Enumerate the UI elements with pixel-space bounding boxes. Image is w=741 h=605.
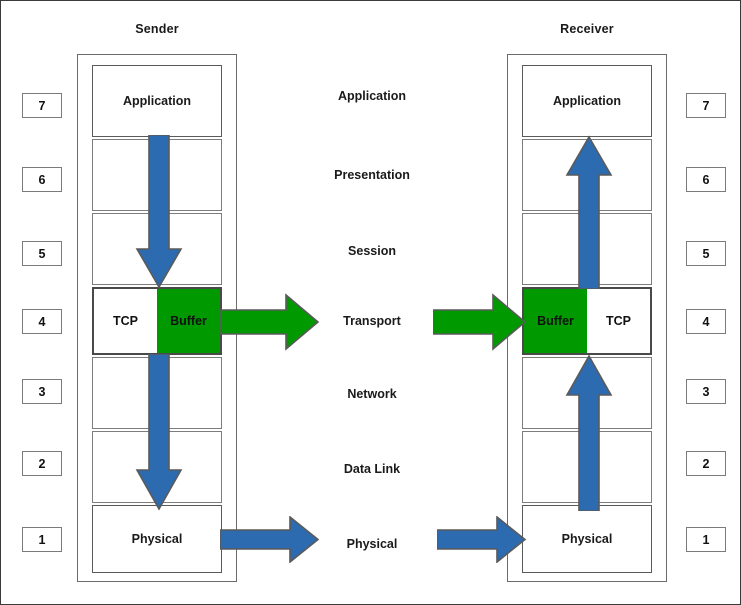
sender-layer-session	[92, 213, 222, 285]
receiver-tcp-cell: TCP	[587, 289, 650, 353]
layer-number-right-1: 1	[686, 527, 726, 552]
receiver-layer-physical-label: Physical	[561, 532, 613, 546]
osi-label-application: Application	[337, 89, 407, 103]
sender-tcp-label: TCP	[113, 314, 138, 328]
sender-layer-presentation	[92, 139, 222, 211]
receiver-layer-presentation	[522, 139, 652, 211]
receiver-tcp-label: TCP	[606, 314, 631, 328]
osi-label-datalink: Data Link	[343, 462, 401, 476]
receiver-buffer-label: Buffer	[537, 314, 574, 328]
layer-number-left-4: 4	[22, 309, 62, 334]
receiver-layer-datalink	[522, 431, 652, 503]
receiver-layer-session	[522, 213, 652, 285]
osi-label-network: Network	[347, 387, 397, 401]
sender-buffer-cell: Buffer	[157, 289, 220, 353]
layer-number-right-3: 3	[686, 379, 726, 404]
receiver-layer-transport: Buffer TCP	[522, 287, 652, 355]
sender-layer-physical-label: Physical	[131, 532, 183, 546]
receiver-layer-application: Application	[522, 65, 652, 137]
layer-number-left-1: 1	[22, 527, 62, 552]
receiver-layer-physical: Physical	[522, 505, 652, 573]
layer-number-left-3: 3	[22, 379, 62, 404]
sender-transport-split: TCP Buffer	[94, 289, 220, 353]
receiver-buffer-cell: Buffer	[524, 289, 587, 353]
layer-number-right-6: 6	[686, 167, 726, 192]
sender-layer-datalink	[92, 431, 222, 503]
sender-tcp-cell: TCP	[94, 289, 157, 353]
layer-number-right-7: 7	[686, 93, 726, 118]
sender-layer-application-label: Application	[122, 94, 192, 108]
sender-layer-transport: TCP Buffer	[92, 287, 222, 355]
layer-number-right-5: 5	[686, 241, 726, 266]
osi-label-physical: Physical	[346, 537, 398, 551]
layer-number-left-6: 6	[22, 167, 62, 192]
sender-title: Sender	[135, 22, 179, 36]
receiver-layer-network	[522, 357, 652, 429]
layer-number-left-5: 5	[22, 241, 62, 266]
layer-number-right-4: 4	[686, 309, 726, 334]
layer-number-left-7: 7	[22, 93, 62, 118]
osi-label-transport: Transport	[343, 314, 401, 328]
sender-layer-application: Application	[92, 65, 222, 137]
sender-layer-network	[92, 357, 222, 429]
sender-layer-physical: Physical	[92, 505, 222, 573]
receiver-title: Receiver	[560, 22, 614, 36]
receiver-transport-split: Buffer TCP	[524, 289, 650, 353]
osi-label-presentation: Presentation	[334, 168, 410, 182]
sender-buffer-label: Buffer	[170, 314, 207, 328]
receiver-layer-application-label: Application	[552, 94, 622, 108]
layer-number-left-2: 2	[22, 451, 62, 476]
osi-label-session: Session	[348, 244, 396, 258]
layer-number-right-2: 2	[686, 451, 726, 476]
